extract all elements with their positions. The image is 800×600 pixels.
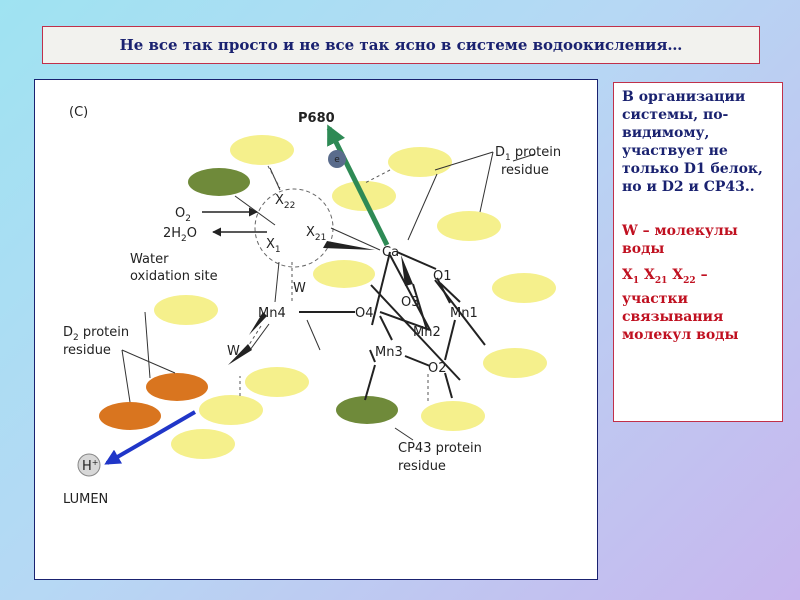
residue-group: [99, 135, 556, 459]
x22-label: X22: [275, 193, 295, 211]
mn3-label: Mn3: [375, 345, 403, 360]
side-paragraph-1: В организации системы, по-видимому, учас…: [622, 89, 763, 195]
water-site-label-line1: Water: [130, 252, 169, 267]
residue-ellipse: [171, 429, 235, 459]
x1-label: X1: [266, 237, 281, 255]
water-site-circle: [254, 188, 334, 268]
dashed-lines: [239, 165, 429, 402]
residue-ellipse: [188, 168, 250, 196]
side-panel: В организации системы, по-видимому, учас…: [613, 82, 783, 422]
wedge: [249, 312, 267, 335]
residue-ellipse: [437, 211, 501, 241]
d1-label-line2: residue: [501, 163, 549, 178]
wedge: [228, 344, 252, 365]
o2-label: O2: [175, 206, 191, 224]
proton-label: H+: [82, 458, 98, 474]
residue-ellipse: [483, 348, 547, 378]
w-lower-label: W: [227, 344, 240, 359]
slide-title: Не все так просто и не все так ясно в си…: [119, 36, 683, 54]
thin-lines: [121, 151, 536, 441]
cp43-label-line2: residue: [398, 459, 446, 474]
o2-atom-label: O2: [428, 361, 447, 376]
w-upper-label: W: [293, 281, 306, 296]
residue-ellipse: [336, 396, 398, 424]
residue-ellipse: [245, 367, 309, 397]
mn1-label: Mn1: [450, 306, 478, 321]
residue-ellipse: [388, 147, 452, 177]
oec-diagram: e H+ (C) P680 O2 2H2O X22 X21 X1 Ca O1 O…: [63, 105, 561, 507]
o1-label: O1: [433, 269, 452, 284]
diagram-panel: e H+ (C) P680 O2 2H2O X22 X21 X1 Ca O1 O…: [34, 79, 598, 580]
residue-ellipse: [154, 295, 218, 325]
wedge: [401, 255, 413, 286]
proton-arrow: [104, 410, 197, 465]
side-paragraph-2: W – молекулы воды: [622, 223, 738, 257]
lumen-label: LUMEN: [63, 492, 108, 507]
electron-icon: [328, 150, 346, 168]
residue-ellipse: [199, 395, 263, 425]
electron-label: e: [334, 155, 340, 165]
residue-ellipse: [421, 401, 485, 431]
residue-ellipse: [230, 135, 294, 165]
residue-ellipse: [492, 273, 556, 303]
proton-icon: [77, 453, 101, 477]
title-box: Не все так просто и не все так ясно в си…: [42, 26, 760, 64]
d2-label-line2: residue: [63, 343, 111, 358]
h2o-label: 2H2O: [163, 226, 197, 244]
x21-label: X21: [306, 225, 326, 243]
mn2-label: Mn2: [413, 325, 441, 340]
mn4-label: Mn4: [258, 306, 286, 321]
water-site-label-line2: oxidation site: [130, 269, 218, 284]
bond-lines: [299, 251, 486, 401]
residue-ellipse: [313, 260, 375, 288]
o4-label: O4: [355, 306, 374, 321]
electron-arrow: [326, 124, 390, 247]
residue-ellipse: [146, 373, 208, 401]
side-paragraph-3: X1 X21 X22 – участки связывания молекул …: [622, 267, 739, 343]
p680-label: P680: [298, 111, 335, 126]
o3-label: O3: [401, 295, 420, 310]
d2-label-line1: D2 protein: [63, 325, 129, 343]
panel-label: (C): [69, 105, 88, 120]
ca-label: Ca: [382, 245, 399, 260]
residue-ellipse: [99, 402, 161, 430]
d1-label-line1: D1 protein: [495, 145, 561, 163]
wedge: [323, 241, 375, 250]
cp43-label-line1: CP43 protein: [398, 441, 482, 456]
